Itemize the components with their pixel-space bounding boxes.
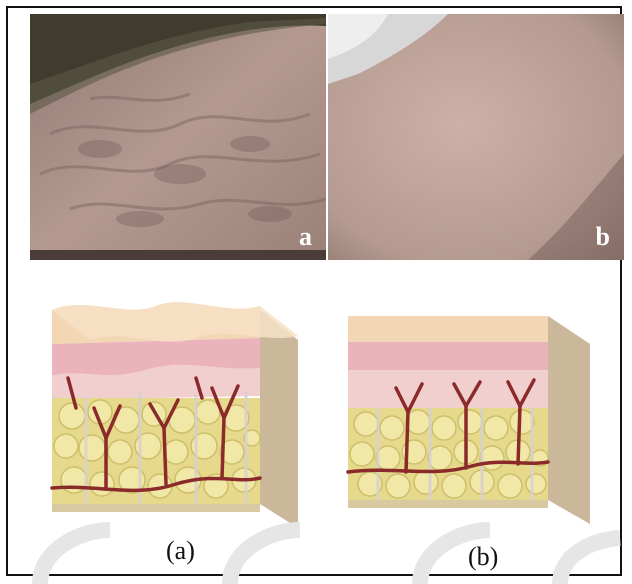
photo-a-label: a — [299, 224, 312, 250]
skin-diagram-b — [342, 288, 604, 538]
diagram-b-caption: (b) — [468, 544, 498, 570]
photo-panel: a b — [30, 14, 624, 260]
photo-b-label: b — [596, 224, 610, 250]
photo-a-cellulite-skin: a — [30, 14, 326, 260]
skin-diagram-a — [46, 288, 306, 538]
photo-b-smooth-skin: b — [328, 14, 624, 260]
diagram-a-caption: (a) — [166, 538, 195, 564]
